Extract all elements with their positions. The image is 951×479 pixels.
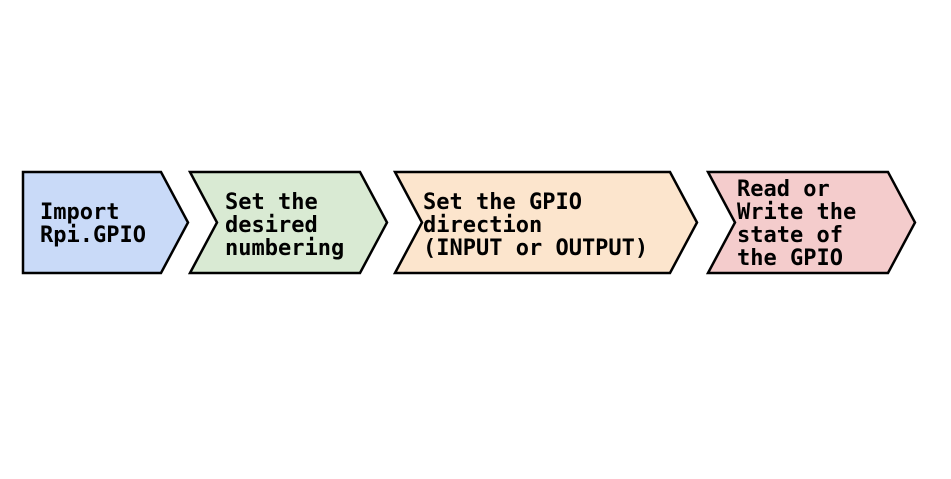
step-1-chevron-shape	[21, 170, 190, 275]
step-2-chevron-shape	[187, 170, 389, 275]
step-2-label: Set the desired numbering	[225, 190, 345, 261]
step-1-label: Import Rpi.GPIO	[40, 200, 146, 248]
step-4-chevron-shape	[705, 170, 917, 275]
step-3-label: Set the GPIO direction (INPUT or OUTPUT)	[423, 190, 649, 261]
step-4-label: Read or Write the state of the GPIO	[737, 177, 857, 271]
step-3-chevron-shape	[392, 170, 699, 275]
